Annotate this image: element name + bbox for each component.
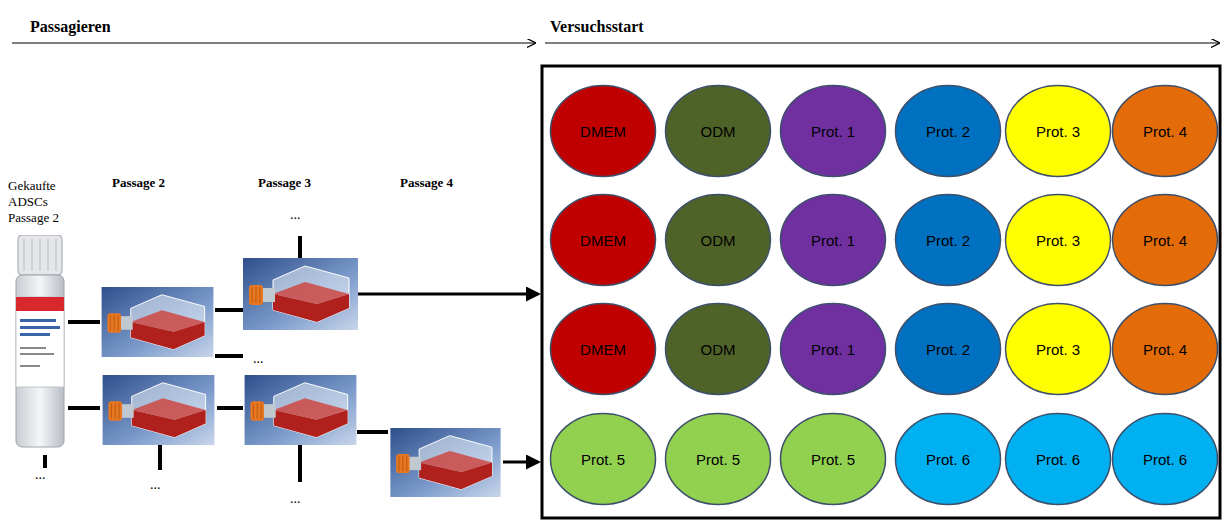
well-label: ODM bbox=[701, 123, 736, 140]
well-circle: Prot. 4 bbox=[1111, 193, 1219, 287]
well-circle: ODM bbox=[664, 302, 772, 396]
well-label: Prot. 6 bbox=[1143, 451, 1187, 468]
well-label: Prot. 1 bbox=[811, 232, 855, 249]
ellipsis: ... bbox=[253, 350, 264, 367]
well-circle: ODM bbox=[664, 84, 772, 178]
vial-label: Gekaufte ADSCs Passage 2 bbox=[8, 178, 72, 226]
passage-label: Passage 2 bbox=[112, 175, 165, 191]
well-label: Prot. 3 bbox=[1036, 123, 1080, 140]
well-circle: Prot. 3 bbox=[1004, 302, 1112, 396]
section-heading: Passagieren bbox=[30, 17, 111, 36]
ellipsis: ... bbox=[35, 466, 46, 483]
well-circle: DMEM bbox=[549, 302, 657, 396]
well-circle: DMEM bbox=[549, 193, 657, 287]
well-circle: Prot. 6 bbox=[894, 412, 1002, 506]
well-circle: Prot. 1 bbox=[779, 302, 887, 396]
well-circle: Prot. 2 bbox=[894, 84, 1002, 178]
well-label: ODM bbox=[701, 341, 736, 358]
well-label: Prot. 5 bbox=[581, 451, 625, 468]
passage-label: Passage 3 bbox=[258, 175, 311, 191]
well-label: Prot. 2 bbox=[926, 232, 970, 249]
well-circle: Prot. 3 bbox=[1004, 193, 1112, 287]
well-circle: Prot. 2 bbox=[894, 193, 1002, 287]
ellipsis: ... bbox=[290, 206, 301, 223]
well-circle: DMEM bbox=[549, 84, 657, 178]
well-circle: Prot. 1 bbox=[779, 84, 887, 178]
well-label: Prot. 4 bbox=[1143, 232, 1187, 249]
well-label: DMEM bbox=[580, 232, 626, 249]
well-label: ODM bbox=[701, 232, 736, 249]
well-label: Prot. 1 bbox=[811, 123, 855, 140]
well-circle: Prot. 6 bbox=[1111, 412, 1219, 506]
well-label: DMEM bbox=[580, 123, 626, 140]
well-label: Prot. 3 bbox=[1036, 232, 1080, 249]
well-label: Prot. 3 bbox=[1036, 341, 1080, 358]
passage-label: Passage 4 bbox=[400, 175, 453, 191]
well-circle: Prot. 3 bbox=[1004, 84, 1112, 178]
well-label: Prot. 6 bbox=[926, 451, 970, 468]
well-circle: Prot. 1 bbox=[779, 193, 887, 287]
well-label: DMEM bbox=[580, 341, 626, 358]
well-circle: Prot. 5 bbox=[664, 412, 772, 506]
well-label: Prot. 1 bbox=[811, 341, 855, 358]
section-heading: Versuchsstart bbox=[550, 17, 644, 36]
well-circle: Prot. 5 bbox=[549, 412, 657, 506]
well-circle: Prot. 2 bbox=[894, 302, 1002, 396]
well-label: Prot. 6 bbox=[1036, 451, 1080, 468]
well-circle: Prot. 4 bbox=[1111, 84, 1219, 178]
well-label: Prot. 2 bbox=[926, 341, 970, 358]
well-label: Prot. 2 bbox=[926, 123, 970, 140]
ellipsis: ... bbox=[150, 476, 161, 493]
well-label: Prot. 5 bbox=[811, 451, 855, 468]
well-label: Prot. 5 bbox=[696, 451, 740, 468]
well-label: Prot. 4 bbox=[1143, 341, 1187, 358]
well-circle: ODM bbox=[664, 193, 772, 287]
well-circle: Prot. 6 bbox=[1004, 412, 1112, 506]
well-label: Prot. 4 bbox=[1143, 123, 1187, 140]
ellipsis: ... bbox=[290, 490, 301, 507]
well-circle: Prot. 4 bbox=[1111, 302, 1219, 396]
well-circle: Prot. 5 bbox=[779, 412, 887, 506]
